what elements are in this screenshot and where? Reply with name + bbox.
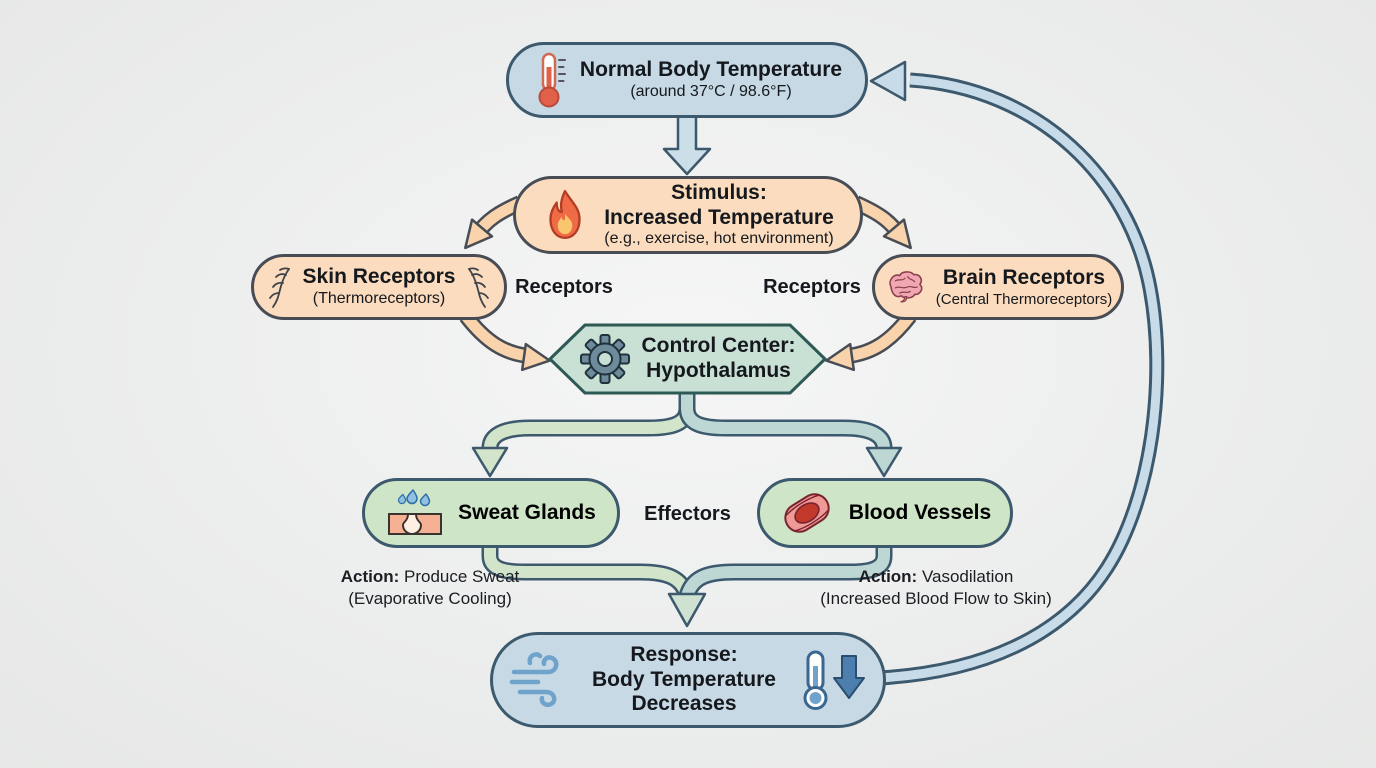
blood-vessel-icon (779, 488, 835, 538)
brain-receptors-title: Brain Receptors (942, 265, 1106, 289)
response-line1: Response: (630, 642, 738, 666)
thermometer-down-icon (794, 648, 868, 712)
receptors-label-left: Receptors (515, 275, 613, 298)
flame-icon (542, 188, 588, 242)
stimulus-line3: (e.g., exercise, hot environment) (604, 230, 834, 248)
arrow-control-to-vessels (678, 390, 903, 478)
arrow-control-to-sweat (471, 390, 696, 478)
normal-temp-title: Normal Body Temperature (579, 58, 843, 82)
blood-vessels-title: Blood Vessels (848, 501, 992, 524)
nerve-ending-icon (463, 265, 493, 309)
sweat-action-line2: (Evaporative Cooling) (348, 589, 512, 609)
response-line3: Decreases (631, 692, 737, 716)
gear-icon (579, 334, 630, 384)
sweat-action-rest: Produce Sweat (399, 567, 520, 586)
skin-receptors-subtitle: (Thermoreceptors) (312, 289, 446, 307)
wind-icon (508, 651, 574, 709)
arrow-skin-to-control (459, 311, 551, 372)
thermometer-hot-icon (532, 51, 568, 109)
arrow-stimulus-to-brain (852, 195, 912, 250)
feedback-loop-arrow (869, 60, 1165, 686)
node-skin-receptors: Skin Receptors (Thermoreceptors) (251, 254, 507, 320)
control-center-line2: Hypothalamus (646, 359, 791, 382)
stimulus-line2: Increased Temperature (604, 205, 834, 229)
vessel-action-line2: (Increased Blood Flow to Skin) (820, 589, 1052, 609)
sweat-glands-title: Sweat Glands (458, 501, 596, 524)
sweat-action-bold: Action: (340, 567, 400, 586)
arrow-stimulus-to-skin (464, 195, 524, 250)
vessel-action-rest: Vasodilation (917, 567, 1014, 586)
receptors-label-right: Receptors (763, 275, 861, 298)
arrow-sweat-to-response (481, 546, 696, 599)
brain-receptors-subtitle: (Central Thermoreceptors) (935, 290, 1113, 308)
sweat-action-label: Action: Produce Sweat (Evaporative Cooli… (318, 566, 542, 610)
node-response: Response: Body Temperature Decreases (490, 632, 886, 728)
effectors-label: Effectors (644, 502, 731, 525)
stimulus-line1: Stimulus: (671, 180, 767, 204)
arrow-vessels-to-response (667, 546, 893, 628)
vessel-action-bold: Action: (858, 567, 918, 586)
node-blood-vessels: Blood Vessels (757, 478, 1013, 548)
vessel-action-label: Action: Vasodilation (Increased Blood Fl… (810, 566, 1062, 610)
node-sweat-glands: Sweat Glands (362, 478, 620, 548)
normal-temp-subtitle: (around 37°C / 98.6°F) (630, 82, 792, 100)
sweat-gland-icon (386, 488, 444, 538)
control-center-line1: Control Center: (641, 334, 796, 358)
down-arrow-normal-to-stimulus (662, 112, 712, 176)
response-line2: Body Temperature (592, 667, 776, 691)
node-brain-receptors: Brain Receptors (Central Thermoreceptors… (872, 254, 1124, 320)
arrow-brain-to-control (825, 311, 917, 372)
brain-icon (884, 268, 926, 306)
nerve-ending-icon (265, 265, 295, 309)
node-normal-body-temperature: Normal Body Temperature (around 37°C / 9… (506, 42, 868, 118)
node-control-center: Control Center: Hypothalamus (550, 325, 825, 393)
skin-receptors-title: Skin Receptors (302, 265, 456, 289)
node-stimulus: Stimulus: Increased Temperature (e.g., e… (513, 176, 863, 254)
